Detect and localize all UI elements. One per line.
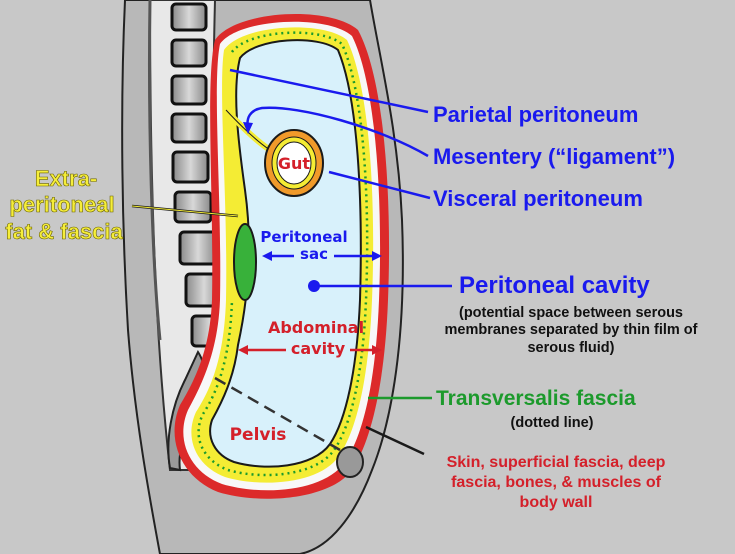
vertebra [170,74,208,106]
body-wall-label-line3: body wall [520,494,593,511]
pubic-bone [336,446,364,478]
vertebra [173,190,213,224]
parietal-peritoneum-label: Parietal peritoneum [433,102,638,127]
peritoneal-sac-arrow [262,251,382,261]
gut-label: Gut [278,154,311,173]
gut-lumen [276,141,312,185]
peritoneal-cavity-label: Peritoneal cavity [459,272,650,299]
pelvic-brim-line [214,376,341,452]
abdominal-cavity-label-line2: cavity [291,339,346,358]
peritoneal-cavity-note-line2: membranes separated by thin film of [444,322,697,338]
kidney [233,223,257,301]
extraperitoneal-label-line2: peritoneal [9,192,114,217]
mesentery-leader-arrowhead [243,122,253,134]
vertebra [170,38,208,68]
vertebra [170,112,208,144]
pelvis-label: Pelvis [230,425,287,445]
mesentery-leader [246,106,429,158]
extraperitoneal-label-line1: Extra- [35,166,97,191]
peritoneal-sac-label-line1: Peritoneal [260,228,347,246]
body-wall-leader [365,425,425,456]
mesentery-label: Mesentery (“ligament”) [433,144,675,169]
vertebra [170,2,208,32]
vertebra [171,150,210,184]
transversalis-fascia-label: Transversalis fascia [436,387,636,410]
peritoneal-sac-label-line2: sac [300,245,328,263]
parietal-peritoneum-leader [229,68,429,114]
vertebra [178,230,218,266]
transversalis-note: (dotted line) [511,415,594,431]
visceral-peritoneum-leader [328,170,431,200]
visceral-peritoneum-label: Visceral peritoneum [433,186,643,211]
abdominal-cavity-label-line1: Abdominal [268,318,364,337]
abdominal-cavity-arrow [238,345,382,355]
spinal-canal [147,0,162,341]
body-wall-label-line2: fascia, bones, & muscles of [451,474,662,491]
extraperitoneal-leader-inner [131,205,239,217]
extraperitoneal-label-line3: fat & fascia [5,219,123,244]
peritoneal-cavity-note-line3: serous fluid) [527,340,614,356]
peritoneal-cavity-note-line1: (potential space between serous [459,305,683,321]
body-wall-label-line1: Skin, superficial fascia, deep [447,454,666,471]
